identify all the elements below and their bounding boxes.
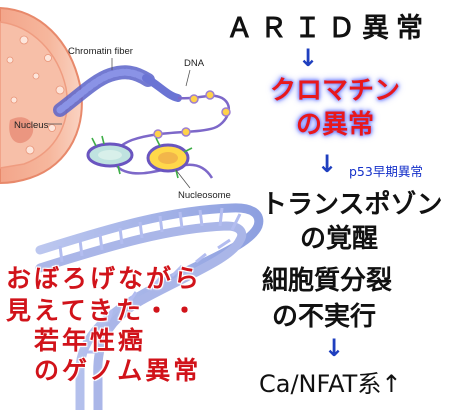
chromatin-abnormality-block: クロマチン の異常 xyxy=(240,74,430,142)
nucleus-label: Nucleus xyxy=(14,120,49,131)
chromatin-line2: の異常 xyxy=(295,110,374,140)
double-helix xyxy=(35,203,264,410)
down-arrow-3: ↓ xyxy=(324,334,345,362)
caption-line3: 若年性癌 xyxy=(34,326,147,355)
caption-line1: おぼろげながら xyxy=(6,264,203,293)
chromatin-fiber-label: Chromatin fiber xyxy=(68,46,133,57)
cytokinesis-line1: 細胞質分裂 xyxy=(262,266,393,296)
nucleus-shape xyxy=(0,6,83,185)
label-pointers xyxy=(48,58,191,189)
upper-nucleosome-beads xyxy=(153,90,231,139)
transposon-line2: の覚醒 xyxy=(300,224,379,254)
chromatin-fiber-coil xyxy=(53,65,182,117)
transposon-line1: トランスポゾン xyxy=(261,190,443,220)
nucleosome-label: Nucleosome xyxy=(178,190,231,201)
caption-line4: のゲノム異常 xyxy=(34,356,202,385)
chromatin-line1: クロマチン xyxy=(269,76,400,106)
arid-abnormality-text: ＡＲＩＤ異常 xyxy=(226,13,430,44)
nucleosome-group xyxy=(86,135,193,179)
caption-line2: 見えてきた・・ xyxy=(6,296,201,325)
dna-label: DNA xyxy=(184,58,205,69)
cytokinesis-line2: の不実行 xyxy=(272,302,377,332)
p53-early-abnormality-note: p53早期異常 xyxy=(349,164,423,179)
ca-nfat-text: Ca/NFAT系↑ xyxy=(259,370,402,398)
down-arrow-2: ↓ xyxy=(317,150,338,178)
down-arrow-1: ↓ xyxy=(298,44,319,72)
